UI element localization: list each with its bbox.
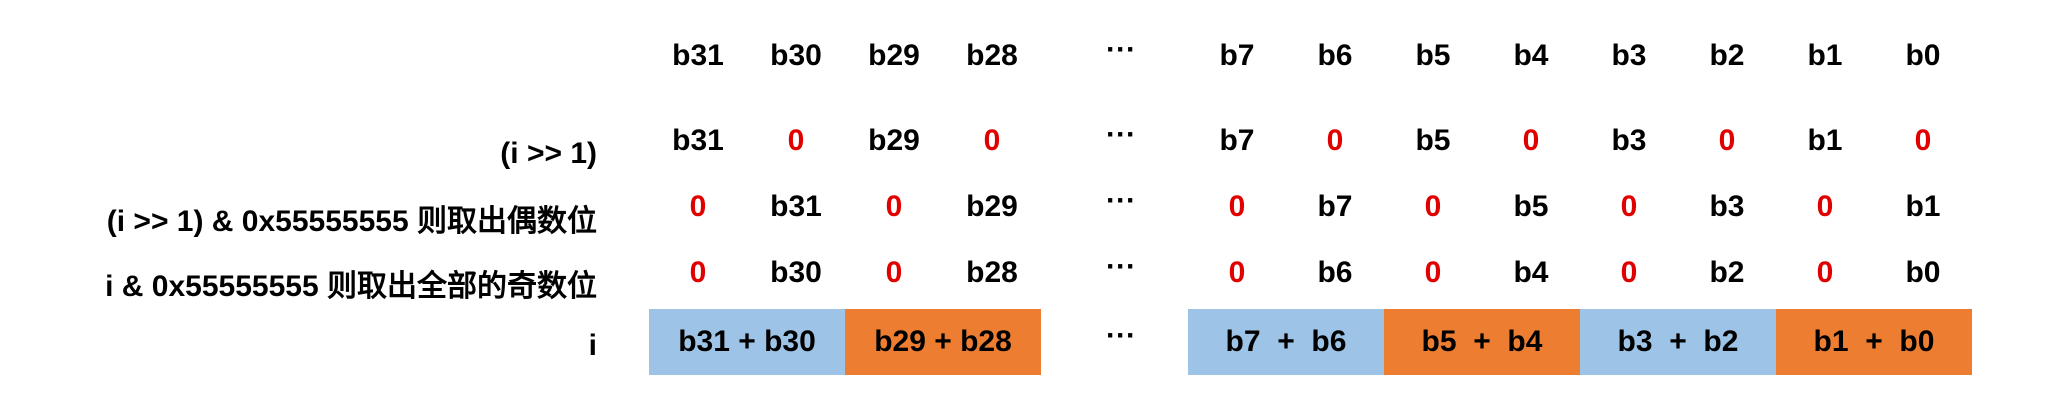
ellipsis: ··· bbox=[1106, 33, 1136, 66]
bits-bit-cell: b28 bbox=[966, 39, 1018, 72]
ellipsis: ··· bbox=[1106, 319, 1136, 352]
odd-bit-cell: 0 bbox=[1228, 256, 1246, 289]
shift-bit-cell: 0 bbox=[1522, 124, 1540, 157]
label-odd-bits: i & 0x55555555 则取出全部的奇数位 bbox=[105, 270, 597, 303]
shift-bit-cell: 0 bbox=[1326, 124, 1344, 157]
odd-bit-cell: 0 bbox=[885, 256, 903, 289]
even-bit-cell: b31 bbox=[770, 190, 822, 223]
bits-bit-cell: b7 bbox=[1219, 39, 1255, 72]
odd-bit-cell: 0 bbox=[1620, 256, 1638, 289]
bits-bit-cell: b0 bbox=[1905, 39, 1941, 72]
bits-bit-cell: b5 bbox=[1415, 39, 1451, 72]
bits-bit-cell: b4 bbox=[1513, 39, 1549, 72]
result-sum-block: b7 + b6 bbox=[1188, 309, 1384, 375]
odd-bit-cell: 0 bbox=[1816, 256, 1834, 289]
shift-bit-cell: b7 bbox=[1219, 124, 1255, 157]
result-sum-block: b31 + b30 bbox=[649, 309, 845, 375]
shift-bit-cell: b31 bbox=[672, 124, 724, 157]
odd-bit-cell: b2 bbox=[1709, 256, 1745, 289]
even-bit-cell: b1 bbox=[1905, 190, 1941, 223]
even-bit-cell: b29 bbox=[966, 190, 1018, 223]
even-bit-cell: 0 bbox=[1620, 190, 1638, 223]
odd-bit-cell: 0 bbox=[1424, 256, 1442, 289]
odd-bit-cell: b4 bbox=[1513, 256, 1549, 289]
even-bit-cell: 0 bbox=[1816, 190, 1834, 223]
ellipsis: ··· bbox=[1106, 118, 1136, 151]
result-sum-block: b29 + b28 bbox=[845, 309, 1041, 375]
shift-bit-cell: b1 bbox=[1807, 124, 1843, 157]
shift-bit-cell: b3 bbox=[1611, 124, 1647, 157]
odd-bit-cell: b0 bbox=[1905, 256, 1941, 289]
shift-bit-cell: b5 bbox=[1415, 124, 1451, 157]
bits-bit-cell: b3 bbox=[1611, 39, 1647, 72]
label-even-bits: (i >> 1) & 0x55555555 则取出偶数位 bbox=[106, 205, 597, 238]
shift-bit-cell: 0 bbox=[1914, 124, 1932, 157]
result-sum-block: b3 + b2 bbox=[1580, 309, 1776, 375]
odd-bit-cell: b6 bbox=[1317, 256, 1353, 289]
shift-bit-cell: 0 bbox=[1718, 124, 1736, 157]
label-shift: (i >> 1) bbox=[500, 137, 597, 170]
bits-bit-cell: b1 bbox=[1807, 39, 1843, 72]
shift-bit-cell: 0 bbox=[983, 124, 1001, 157]
even-bit-cell: b3 bbox=[1709, 190, 1745, 223]
even-bit-cell: 0 bbox=[1228, 190, 1246, 223]
bits-bit-cell: b6 bbox=[1317, 39, 1353, 72]
bits-bit-cell: b2 bbox=[1709, 39, 1745, 72]
shift-bit-cell: b29 bbox=[868, 124, 920, 157]
even-bit-cell: 0 bbox=[689, 190, 707, 223]
even-bit-cell: 0 bbox=[1424, 190, 1442, 223]
ellipsis: ··· bbox=[1106, 184, 1136, 217]
odd-bit-cell: b28 bbox=[966, 256, 1018, 289]
even-bit-cell: b7 bbox=[1317, 190, 1353, 223]
odd-bit-cell: b30 bbox=[770, 256, 822, 289]
bits-bit-cell: b31 bbox=[672, 39, 724, 72]
bits-bit-cell: b29 bbox=[868, 39, 920, 72]
even-bit-cell: 0 bbox=[885, 190, 903, 223]
label-result: i bbox=[588, 329, 597, 362]
bits-bit-cell: b30 bbox=[770, 39, 822, 72]
odd-bit-cell: 0 bbox=[689, 256, 707, 289]
shift-bit-cell: 0 bbox=[787, 124, 805, 157]
ellipsis: ··· bbox=[1106, 250, 1136, 283]
result-sum-block: b5 + b4 bbox=[1384, 309, 1580, 375]
result-sum-block: b1 + b0 bbox=[1776, 309, 1972, 375]
even-bit-cell: b5 bbox=[1513, 190, 1549, 223]
